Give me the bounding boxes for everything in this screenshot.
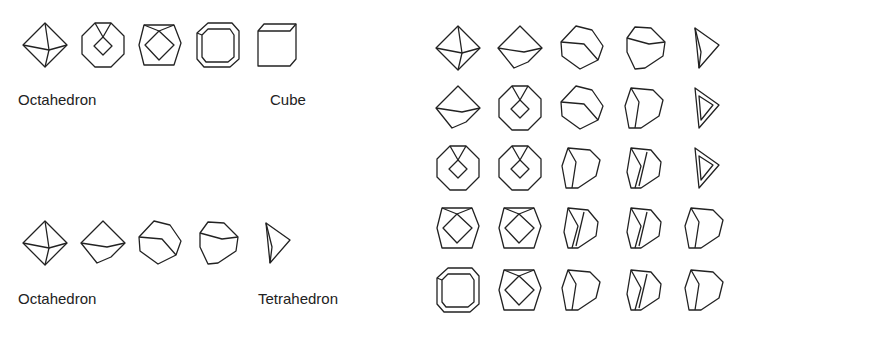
shape-label: Tetrahedron (258, 290, 338, 308)
shape-label: Cube (270, 91, 306, 109)
shape-label: Octahedron (18, 91, 96, 109)
shape-label: Octahedron (18, 290, 96, 308)
